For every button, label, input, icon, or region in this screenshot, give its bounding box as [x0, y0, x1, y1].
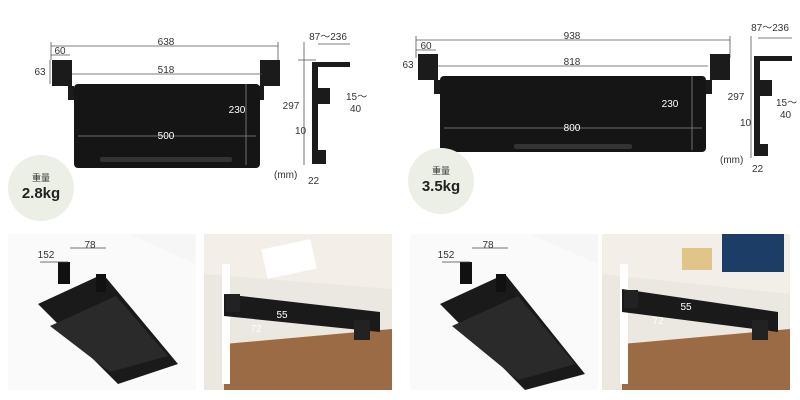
dim-thickness-2: 40	[780, 110, 792, 121]
dim-tray-depth: 230	[229, 105, 246, 116]
photo-dim-label: 152	[38, 250, 55, 261]
dim-thickness: 15～	[346, 92, 367, 103]
photo-angled-clamp-svg: 152 78	[8, 234, 196, 390]
photo-dim-label: 78	[84, 240, 96, 251]
dim-tray-depth: 230	[662, 99, 679, 110]
dim-gap: 10	[295, 126, 307, 137]
dim-clamp-width: 60	[420, 41, 432, 52]
weight-value: 3.5kg	[421, 178, 461, 195]
dim-base: 22	[308, 176, 320, 187]
tray-shape	[74, 84, 260, 168]
side-bracket-shape	[312, 62, 318, 164]
dim-thickness: 15～	[776, 98, 797, 109]
tray-shape	[440, 76, 706, 152]
weight-badge: 重量 3.5kg	[408, 148, 474, 214]
dim-thickness-2: 40	[350, 104, 362, 115]
weight-label: 重量	[431, 166, 450, 176]
photo-under-desk-svg: 55 72	[602, 234, 790, 390]
side-bracket-shape	[754, 56, 760, 156]
right-clamp-shape	[260, 60, 280, 86]
photo-dim-label: 72	[652, 316, 664, 327]
dim-tray-width: 500	[158, 131, 175, 142]
weight-value: 2.8kg	[21, 185, 61, 202]
dim-tray-width: 800	[564, 123, 581, 134]
dim-clamp-height: 63	[402, 60, 414, 71]
photo-dim-label: 78	[482, 240, 494, 251]
right-diagram-svg: 938 60 63 818 230 800 297 87～236 15～	[402, 23, 797, 175]
photo-dim-label: 55	[680, 302, 692, 313]
photo-under-desk: 55 72	[204, 234, 392, 390]
unit-label: (mm)	[720, 155, 743, 166]
right-dimension-diagram: 938 60 63 818 230 800 297 87～236 15～	[400, 0, 800, 230]
left-clamp-shape	[52, 60, 72, 86]
dim-clamp-height: 63	[34, 67, 46, 78]
tray-shape	[224, 294, 380, 332]
left-dimension-diagram: 638 60 63 518 230 500	[0, 0, 400, 230]
dim-height: 297	[283, 101, 300, 112]
dim-gap: 10	[740, 118, 752, 129]
photo-dim-label: 152	[438, 250, 455, 261]
dim-base: 22	[752, 164, 764, 175]
dim-inner-width: 818	[564, 57, 581, 68]
photo-angled-clamp: 152 78	[8, 234, 196, 390]
weight-label: 重量	[31, 173, 50, 183]
photo-dim-label: 55	[276, 310, 288, 321]
dim-clamp-range: 87～236	[751, 23, 789, 34]
tray-shape	[622, 289, 778, 332]
dim-clamp-width: 60	[54, 46, 66, 57]
photo-under-desk: 55 72	[602, 234, 790, 390]
dim-total-width: 638	[158, 37, 175, 48]
dim-total-width: 938	[564, 31, 581, 42]
dim-clamp-range: 87～236	[309, 32, 347, 43]
dim-height: 297	[728, 92, 745, 103]
photo-angled-clamp: 152 78	[410, 234, 598, 390]
photo-dim-label: 72	[250, 324, 262, 335]
photo-under-desk-svg: 55 72	[204, 234, 392, 390]
weight-badge: 重量 2.8kg	[8, 155, 74, 221]
left-diagram-svg: 638 60 63 518 230 500	[34, 32, 367, 187]
photo-angled-clamp-svg: 152 78	[410, 234, 598, 390]
unit-label: (mm)	[274, 170, 297, 181]
dim-inner-width: 518	[158, 65, 175, 76]
monitor-shape	[722, 234, 784, 272]
